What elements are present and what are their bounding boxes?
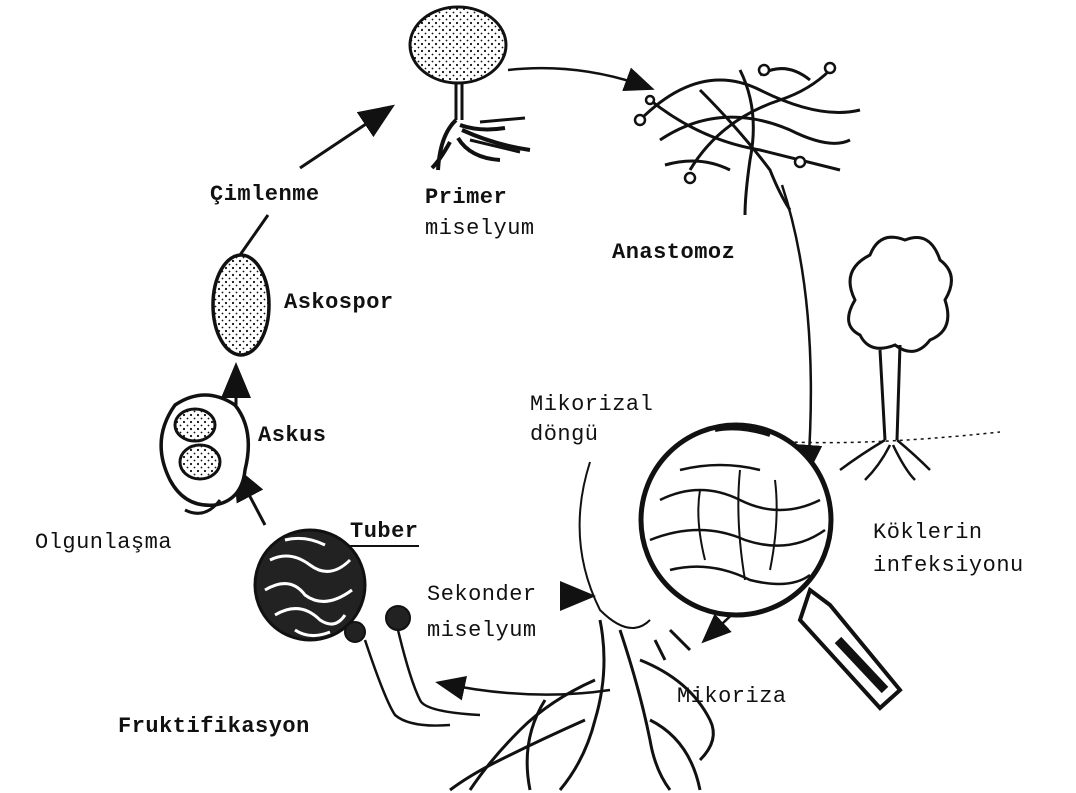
askospor-drawing xyxy=(213,255,269,355)
label-sekonder-line1: Sekonder xyxy=(427,582,537,608)
mikorizal-dongu-curve xyxy=(580,462,650,628)
anastomoz-drawing xyxy=(640,69,860,215)
label-sekonder-line2: miselyum xyxy=(427,618,537,644)
arrow-cimlenme-to-primer xyxy=(300,108,390,168)
label-koklerin-line1: Köklerin xyxy=(873,520,983,546)
arrow-primer-to-anastomoz xyxy=(508,68,650,88)
label-mikorizal-line1: Mikorizal xyxy=(530,392,653,418)
label-primer-line2: miselyum xyxy=(425,216,535,242)
askus-drawing xyxy=(161,395,248,513)
label-mikorizal-line2: döngü xyxy=(530,422,599,448)
label-anastomoz: Anastomoz xyxy=(612,240,735,266)
label-askospor: Askospor xyxy=(284,290,394,316)
label-primer-line1: Primer xyxy=(425,185,507,211)
label-mikoriza: Mikoriza xyxy=(677,684,787,710)
label-cimlenme: Çimlenme xyxy=(210,182,320,208)
arrow-askospor-to-cimlenme xyxy=(240,215,268,255)
arrow-anastomoz-to-infection xyxy=(782,185,811,470)
label-olgunlasma: Olgunlaşma xyxy=(35,530,172,556)
magnifier-drawing xyxy=(641,425,900,708)
root-system-drawing xyxy=(450,620,713,790)
primer-miselyum-drawing xyxy=(410,7,530,170)
label-tuber: Tuber xyxy=(350,519,419,547)
label-koklerin-line2: infeksiyonu xyxy=(873,553,1024,579)
label-askus: Askus xyxy=(258,423,327,449)
label-fruktifikasyon: Fruktifikasyon xyxy=(118,714,310,740)
